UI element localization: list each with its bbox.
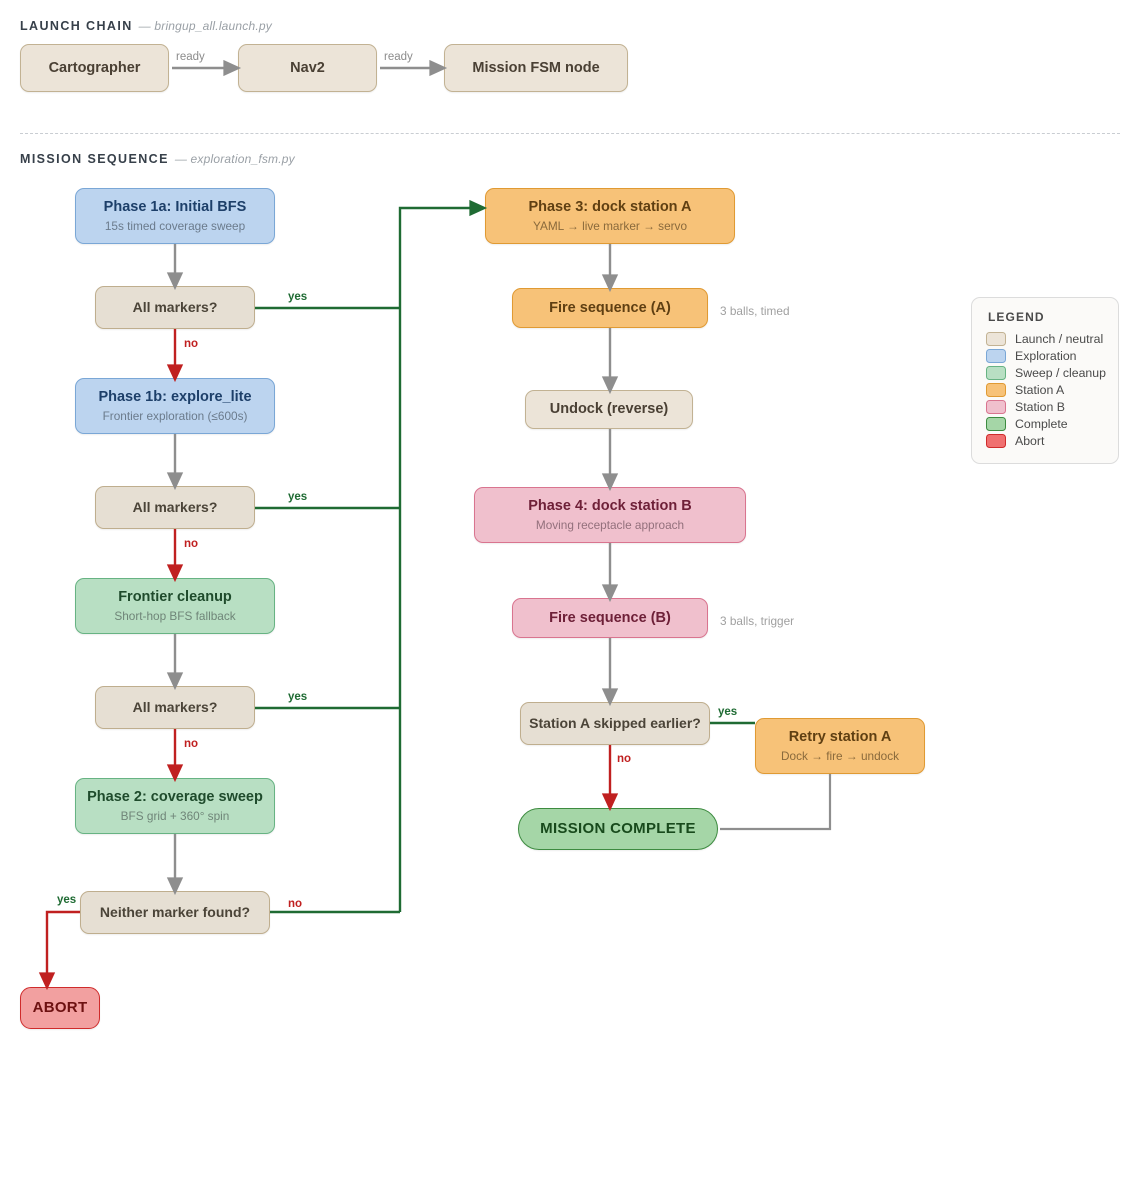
edge-label-yes-3: yes <box>288 691 308 703</box>
node-title: Phase 1b: explore_lite <box>98 388 252 405</box>
node-subtitle: Moving receptacle approach <box>535 517 685 532</box>
launch-edge-label-ready-1: ready <box>176 51 205 63</box>
edge-label-yes-4: yes <box>57 894 77 906</box>
legend-swatch-icon <box>986 332 1006 346</box>
legend-item-label: Station B <box>1015 400 1065 414</box>
node-fire-sequence-b[interactable]: Fire sequence (B) <box>512 598 708 638</box>
edge-label-no-3: no <box>184 738 199 750</box>
legend-swatch-icon <box>986 417 1006 431</box>
legend-item-label: Exploration <box>1015 349 1077 363</box>
node-subtitle: BFS grid + 360° spin <box>120 808 230 823</box>
launch-chain-header: LAUNCH CHAIN — bringup_all.launch.py <box>20 19 272 33</box>
node-title: Frontier cleanup <box>118 588 232 605</box>
node-title: All markers? <box>132 699 218 716</box>
node-title: ABORT <box>32 999 88 1017</box>
node-undock[interactable]: Undock (reverse) <box>525 390 693 429</box>
node-phase-1b[interactable]: Phase 1b: explore_lite Frontier explorat… <box>75 378 275 434</box>
legend-item: Launch / neutral <box>986 332 1104 346</box>
legend-item: Sweep / cleanup <box>986 366 1106 380</box>
launch-chain-title: LAUNCH CHAIN <box>20 19 133 33</box>
legend-swatch-icon <box>986 366 1006 380</box>
node-phase-2[interactable]: Phase 2: coverage sweep BFS grid + 360° … <box>75 778 275 834</box>
node-subtitle: 15s timed coverage sweep <box>104 218 246 233</box>
legend-swatch-icon <box>986 349 1006 363</box>
mission-sequence-header: MISSION SEQUENCE — exploration_fsm.py <box>20 152 295 166</box>
node-title: MISSION COMPLETE <box>540 820 696 838</box>
node-title: Phase 3: dock station A <box>528 198 692 215</box>
legend-item-label: Complete <box>1015 417 1068 431</box>
node-title: Station A skipped earlier? <box>529 715 701 732</box>
node-retry-station-a[interactable]: Retry station A Dock → fire → undock <box>755 718 925 774</box>
node-title: Phase 2: coverage sweep <box>87 788 263 805</box>
node-title: Neither marker found? <box>99 904 251 921</box>
mission-sequence-title: MISSION SEQUENCE <box>20 152 169 166</box>
legend-item: Station B <box>986 400 1104 414</box>
decision-all-markers-2[interactable]: All markers? <box>95 486 255 529</box>
note-fire-a: 3 balls, timed <box>720 304 790 318</box>
node-mission-complete[interactable]: MISSION COMPLETE <box>518 808 718 850</box>
decision-all-markers-1[interactable]: All markers? <box>95 286 255 329</box>
decision-neither-marker-found[interactable]: Neither marker found? <box>80 891 270 934</box>
node-title: All markers? <box>132 299 218 316</box>
node-phase-1a[interactable]: Phase 1a: Initial BFS 15s timed coverage… <box>75 188 275 244</box>
decision-station-a-skipped[interactable]: Station A skipped earlier? <box>520 702 710 745</box>
legend-item-label: Abort <box>1015 434 1045 448</box>
legend-item-label: Sweep / cleanup <box>1015 366 1106 380</box>
launch-edge-label-ready-2: ready <box>384 51 413 63</box>
node-abort[interactable]: ABORT <box>20 987 100 1029</box>
node-title: Nav2 <box>290 59 325 76</box>
legend-item-label: Launch / neutral <box>1015 332 1104 346</box>
node-subtitle: Dock → fire → undock <box>780 748 899 763</box>
launch-node-cartographer[interactable]: Cartographer <box>20 44 169 92</box>
node-fire-sequence-a[interactable]: Fire sequence (A) <box>512 288 708 328</box>
legend-swatch-icon <box>986 434 1006 448</box>
mission-sequence-file: — exploration_fsm.py <box>174 152 295 166</box>
node-title: Mission FSM node <box>472 59 600 76</box>
section-divider <box>20 133 1120 134</box>
node-phase-3[interactable]: Phase 3: dock station A YAML → live mark… <box>485 188 735 244</box>
node-phase-4[interactable]: Phase 4: dock station B Moving receptacl… <box>474 487 746 543</box>
legend-item: Exploration <box>986 349 1104 363</box>
node-title: Retry station A <box>788 728 892 745</box>
node-title: Fire sequence (A) <box>549 299 671 316</box>
launch-node-nav2[interactable]: Nav2 <box>238 44 377 92</box>
legend-item-label: Station A <box>1015 383 1065 397</box>
node-title: Phase 1a: Initial BFS <box>103 198 247 215</box>
edge-label-no-5: no <box>617 753 632 765</box>
launch-node-mission-fsm[interactable]: Mission FSM node <box>444 44 628 92</box>
legend-swatch-icon <box>986 400 1006 414</box>
legend-swatch-icon <box>986 383 1006 397</box>
node-title: All markers? <box>132 499 218 516</box>
edge-label-yes-2: yes <box>288 491 308 503</box>
node-frontier-cleanup[interactable]: Frontier cleanup Short-hop BFS fallback <box>75 578 275 634</box>
edge-label-yes-1: yes <box>288 291 308 303</box>
legend-item: Abort <box>986 434 1104 448</box>
legend-item: Station A <box>986 383 1104 397</box>
edge-label-no-4: no <box>288 898 303 910</box>
legend-item: Complete <box>986 417 1104 431</box>
node-subtitle: Short-hop BFS fallback <box>114 608 236 623</box>
edge-label-no-1: no <box>184 338 199 350</box>
launch-chain-file: — bringup_all.launch.py <box>138 19 272 33</box>
edge-label-yes-5: yes <box>718 706 738 718</box>
node-subtitle: Frontier exploration (≤600s) <box>102 408 248 423</box>
node-title: Fire sequence (B) <box>549 609 671 626</box>
edge-label-no-2: no <box>184 538 199 550</box>
node-title: Cartographer <box>48 59 141 76</box>
decision-all-markers-3[interactable]: All markers? <box>95 686 255 729</box>
node-title: Phase 4: dock station B <box>528 497 692 514</box>
node-title: Undock (reverse) <box>549 401 669 418</box>
legend-title: LEGEND <box>988 310 1045 324</box>
note-fire-b: 3 balls, trigger <box>720 614 795 628</box>
node-subtitle: YAML → live marker → servo <box>532 218 688 233</box>
